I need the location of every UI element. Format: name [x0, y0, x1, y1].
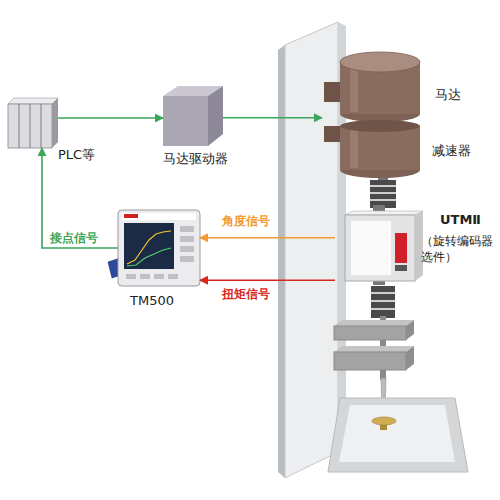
plc-top: [8, 98, 58, 104]
display-button: [126, 274, 136, 279]
work-plate-surface: [339, 405, 455, 462]
motor-driver-shape: [163, 86, 223, 146]
bracket-side: [406, 320, 414, 340]
plc-front: [8, 104, 52, 148]
bracket-top: [334, 346, 414, 352]
torque-sensor: UTMⅡ（旋转编码器 选件）: [335, 205, 425, 285]
sensor-top: [345, 211, 423, 215]
display-top-strip: [122, 213, 196, 220]
screen-curve: [127, 231, 171, 264]
bracket-side: [406, 346, 414, 370]
reducer-shape: [322, 122, 422, 178]
signal-label: 角度信号: [222, 214, 270, 230]
coupling-ring: [371, 292, 395, 294]
display-button: [154, 274, 164, 279]
reducer: 减速器: [322, 122, 422, 178]
signal-label: 扭矩信号: [222, 287, 270, 303]
node-label: UTMⅡ: [440, 211, 481, 229]
plc-unit-shape: [8, 98, 58, 148]
display-button: [180, 256, 194, 262]
motor-driver: 马达驱动器: [163, 86, 223, 146]
wall-plate-edge: [278, 45, 285, 478]
display-button: [140, 274, 150, 279]
signal-arrow: [42, 148, 118, 248]
driver-front: [163, 96, 208, 146]
sensor-logo-strip: [395, 233, 407, 263]
bracket: [334, 352, 406, 370]
plc-side: [52, 98, 58, 148]
display-frame: [118, 210, 200, 286]
coupling: [371, 286, 395, 318]
bracket: [334, 326, 406, 340]
coupling: [370, 180, 396, 208]
motor-highlight: [350, 64, 358, 112]
node-label: 马达驱动器: [163, 150, 228, 168]
display-unit-shape: [118, 210, 200, 286]
display-button: [180, 226, 194, 232]
node-label: （旋转编码器 选件）: [421, 233, 497, 265]
signal-arrow: [58, 117, 163, 119]
plc-unit: PLC等: [8, 98, 58, 148]
coupling-ring: [370, 185, 396, 187]
plc-divider: [18, 104, 19, 148]
bracket-top: [334, 320, 414, 326]
reducer-body: [340, 126, 420, 170]
coupling-ring: [370, 192, 396, 194]
motor-top: [340, 52, 420, 72]
screen-curve: [127, 248, 171, 266]
signal-label: 接点信号: [50, 231, 98, 247]
signal-arrow: [200, 237, 335, 239]
coupling-ring: [371, 300, 395, 302]
display-logo: [124, 214, 138, 218]
motor: 马达: [322, 50, 422, 122]
signal-arrow: [200, 279, 335, 281]
torque-sensor-shape: [335, 205, 425, 285]
display-button: [180, 236, 194, 242]
sensor-face: [351, 221, 391, 275]
node-label: TM500: [130, 292, 174, 310]
reducer-highlight: [350, 128, 358, 168]
node-label: 马达: [435, 86, 461, 104]
node-label: PLC等: [58, 146, 95, 164]
motor-shape: [322, 50, 422, 122]
driver-side: [208, 86, 223, 146]
signal-arrow: [223, 117, 322, 119]
display-button: [168, 274, 178, 279]
work-plate: [328, 398, 468, 472]
display-unit: TM500: [118, 210, 200, 286]
screw-head: [372, 417, 396, 425]
node-label: 减速器: [432, 142, 471, 160]
reducer-groove: [340, 120, 420, 132]
sensor-body: [345, 215, 415, 281]
plc-divider: [29, 104, 30, 148]
plc-divider: [40, 104, 41, 148]
display-screen: [124, 223, 174, 269]
coupling-ring: [370, 199, 396, 201]
sensor-connector: [395, 265, 407, 271]
coupling-ring: [371, 308, 395, 310]
display-button: [180, 246, 194, 252]
